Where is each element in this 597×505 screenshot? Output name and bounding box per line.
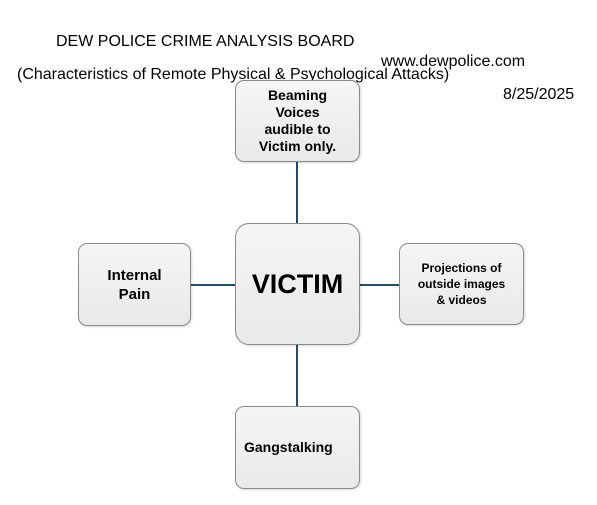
node-projections: Projections of outside images & videos [399, 243, 524, 325]
website-text: www.dewpolice.com [381, 53, 526, 70]
board-subtitle: (Characteristics of Remote Physical & Ps… [17, 66, 450, 83]
connector-left [191, 284, 235, 286]
node-beaming-voices: Beaming Voices audible to Victim only. [235, 80, 360, 162]
node-internal-pain: Internal Pain [78, 243, 191, 326]
node-victim: VICTIM [235, 223, 360, 345]
date-text: 8/25/2025 [503, 86, 575, 103]
header-subtitle-row: (Characteristics of Remote Physical & Ps… [0, 45, 597, 105]
connector-top [296, 162, 298, 223]
connector-bottom [296, 345, 298, 406]
board-title: DEW POLICE CRIME ANALYSIS BOARD [56, 33, 355, 50]
connector-right [360, 284, 399, 286]
header-title-row: DEW POLICE CRIME ANALYSIS BOARD www.dewp… [0, 12, 597, 72]
node-gangstalking: Gangstalking [235, 406, 360, 489]
